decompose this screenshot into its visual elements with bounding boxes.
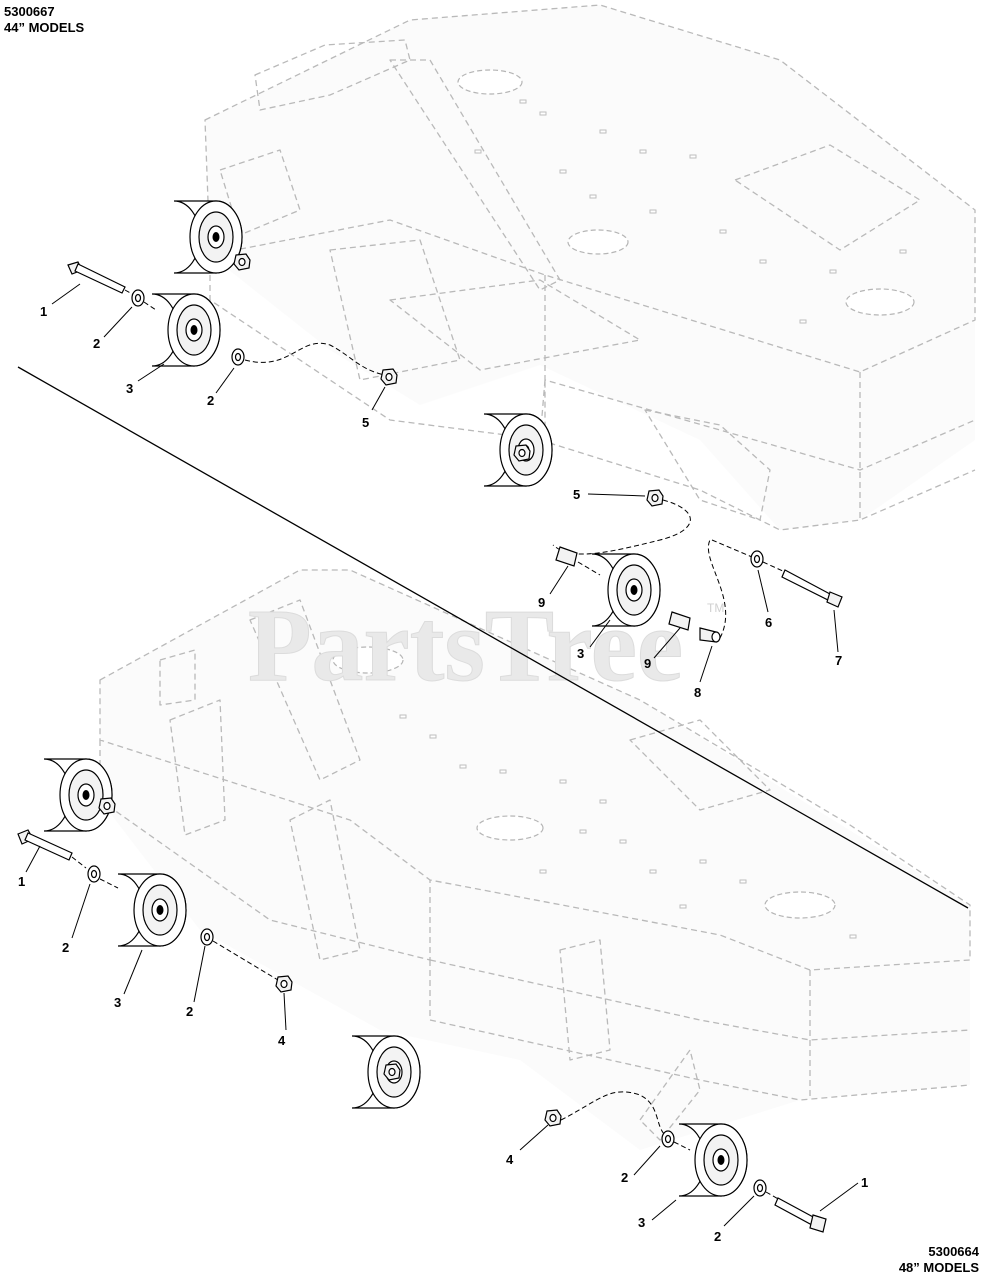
callout-48-bolt-left: 1 xyxy=(18,874,25,889)
mounted-nut-48-left xyxy=(98,797,116,815)
callout-44-nut-left: 5 xyxy=(362,415,369,430)
callout-48-bolt-right: 1 xyxy=(861,1175,868,1190)
wheel-48-exploded-left xyxy=(117,873,187,947)
nut-44-right xyxy=(646,489,664,507)
callout-44-wheel-right: 3 xyxy=(577,646,584,661)
callout-48-nut-left: 4 xyxy=(278,1033,286,1048)
callout-44-washer-a: 2 xyxy=(93,336,100,351)
callout-48-washer-b: 2 xyxy=(186,1004,193,1019)
mounted-nut-44-left xyxy=(233,253,251,271)
callout-44-bolt: 1 xyxy=(40,304,47,319)
wheel-48-exploded-right xyxy=(678,1123,748,1197)
callout-48-washer-d: 2 xyxy=(714,1229,721,1244)
bushing-44 xyxy=(699,627,721,643)
bottom-model-label: 48” MODELS xyxy=(898,1260,979,1275)
washer-44-a xyxy=(131,289,145,307)
section-separator-line xyxy=(17,366,969,909)
bolt-44-left xyxy=(67,261,126,294)
mounted-wheel-44-left xyxy=(173,200,243,274)
deck-48-slots xyxy=(399,714,857,939)
nut-44-left xyxy=(380,368,398,386)
washer-48-a xyxy=(87,865,101,883)
washer-48-d xyxy=(753,1179,767,1197)
nut-48-right xyxy=(544,1109,562,1127)
callout-44-wheel-left: 3 xyxy=(126,381,133,396)
spacer-44-b xyxy=(668,611,691,631)
bolt-44-right xyxy=(781,569,843,608)
bottom-part-number: 5300664 xyxy=(928,1244,979,1259)
svg-text:TM: TM xyxy=(707,601,724,615)
callout-48-washer-a: 2 xyxy=(62,940,69,955)
mounted-nut-48-center xyxy=(383,1063,401,1081)
washer-44-b xyxy=(231,348,245,366)
bolt-48-left xyxy=(17,829,73,861)
callout-44-washer-b: 2 xyxy=(207,393,214,408)
deck-44-outline xyxy=(204,4,976,531)
callout-44-nut-right: 5 xyxy=(573,487,580,502)
washer-48-b xyxy=(200,928,214,946)
washer-44-c xyxy=(750,550,764,568)
deck-48-outline xyxy=(99,569,971,1150)
spacer-44-a xyxy=(555,546,578,567)
parts-48: 1 2 3 2 4 4 2 3 2 1 xyxy=(17,758,868,1244)
top-model-label: 44” MODELS xyxy=(4,20,85,35)
callout-44-spacer-a: 9 xyxy=(538,595,545,610)
callout-44-bolt-right: 7 xyxy=(835,653,842,668)
mounted-wheel-48-left xyxy=(43,758,113,832)
callout-48-washer-c: 2 xyxy=(621,1170,628,1185)
deck-44-slots xyxy=(474,99,907,324)
callout-48-nut-right: 4 xyxy=(506,1152,514,1167)
nut-48-left xyxy=(275,975,293,993)
parts-44: 1 2 3 2 5 5 9 3 9 8 6 7 xyxy=(40,200,843,700)
wheel-44-exploded-left xyxy=(151,293,221,367)
top-title-block: 5300667 44” MODELS xyxy=(4,4,84,36)
callout-44-washer-c: 6 xyxy=(765,615,772,630)
callout-44-bushing: 8 xyxy=(694,685,701,700)
mounted-nut-44-right xyxy=(513,444,531,462)
bottom-title-block: 5300664 48” MODELS xyxy=(899,1244,979,1276)
washer-48-c xyxy=(661,1130,675,1148)
callout-48-wheel-left: 3 xyxy=(114,995,121,1010)
callout-44-spacer-b: 9 xyxy=(644,656,651,671)
callout-48-wheel-right: 3 xyxy=(638,1215,645,1230)
top-part-number: 5300667 xyxy=(4,4,55,19)
bolt-48-right xyxy=(774,1197,827,1233)
